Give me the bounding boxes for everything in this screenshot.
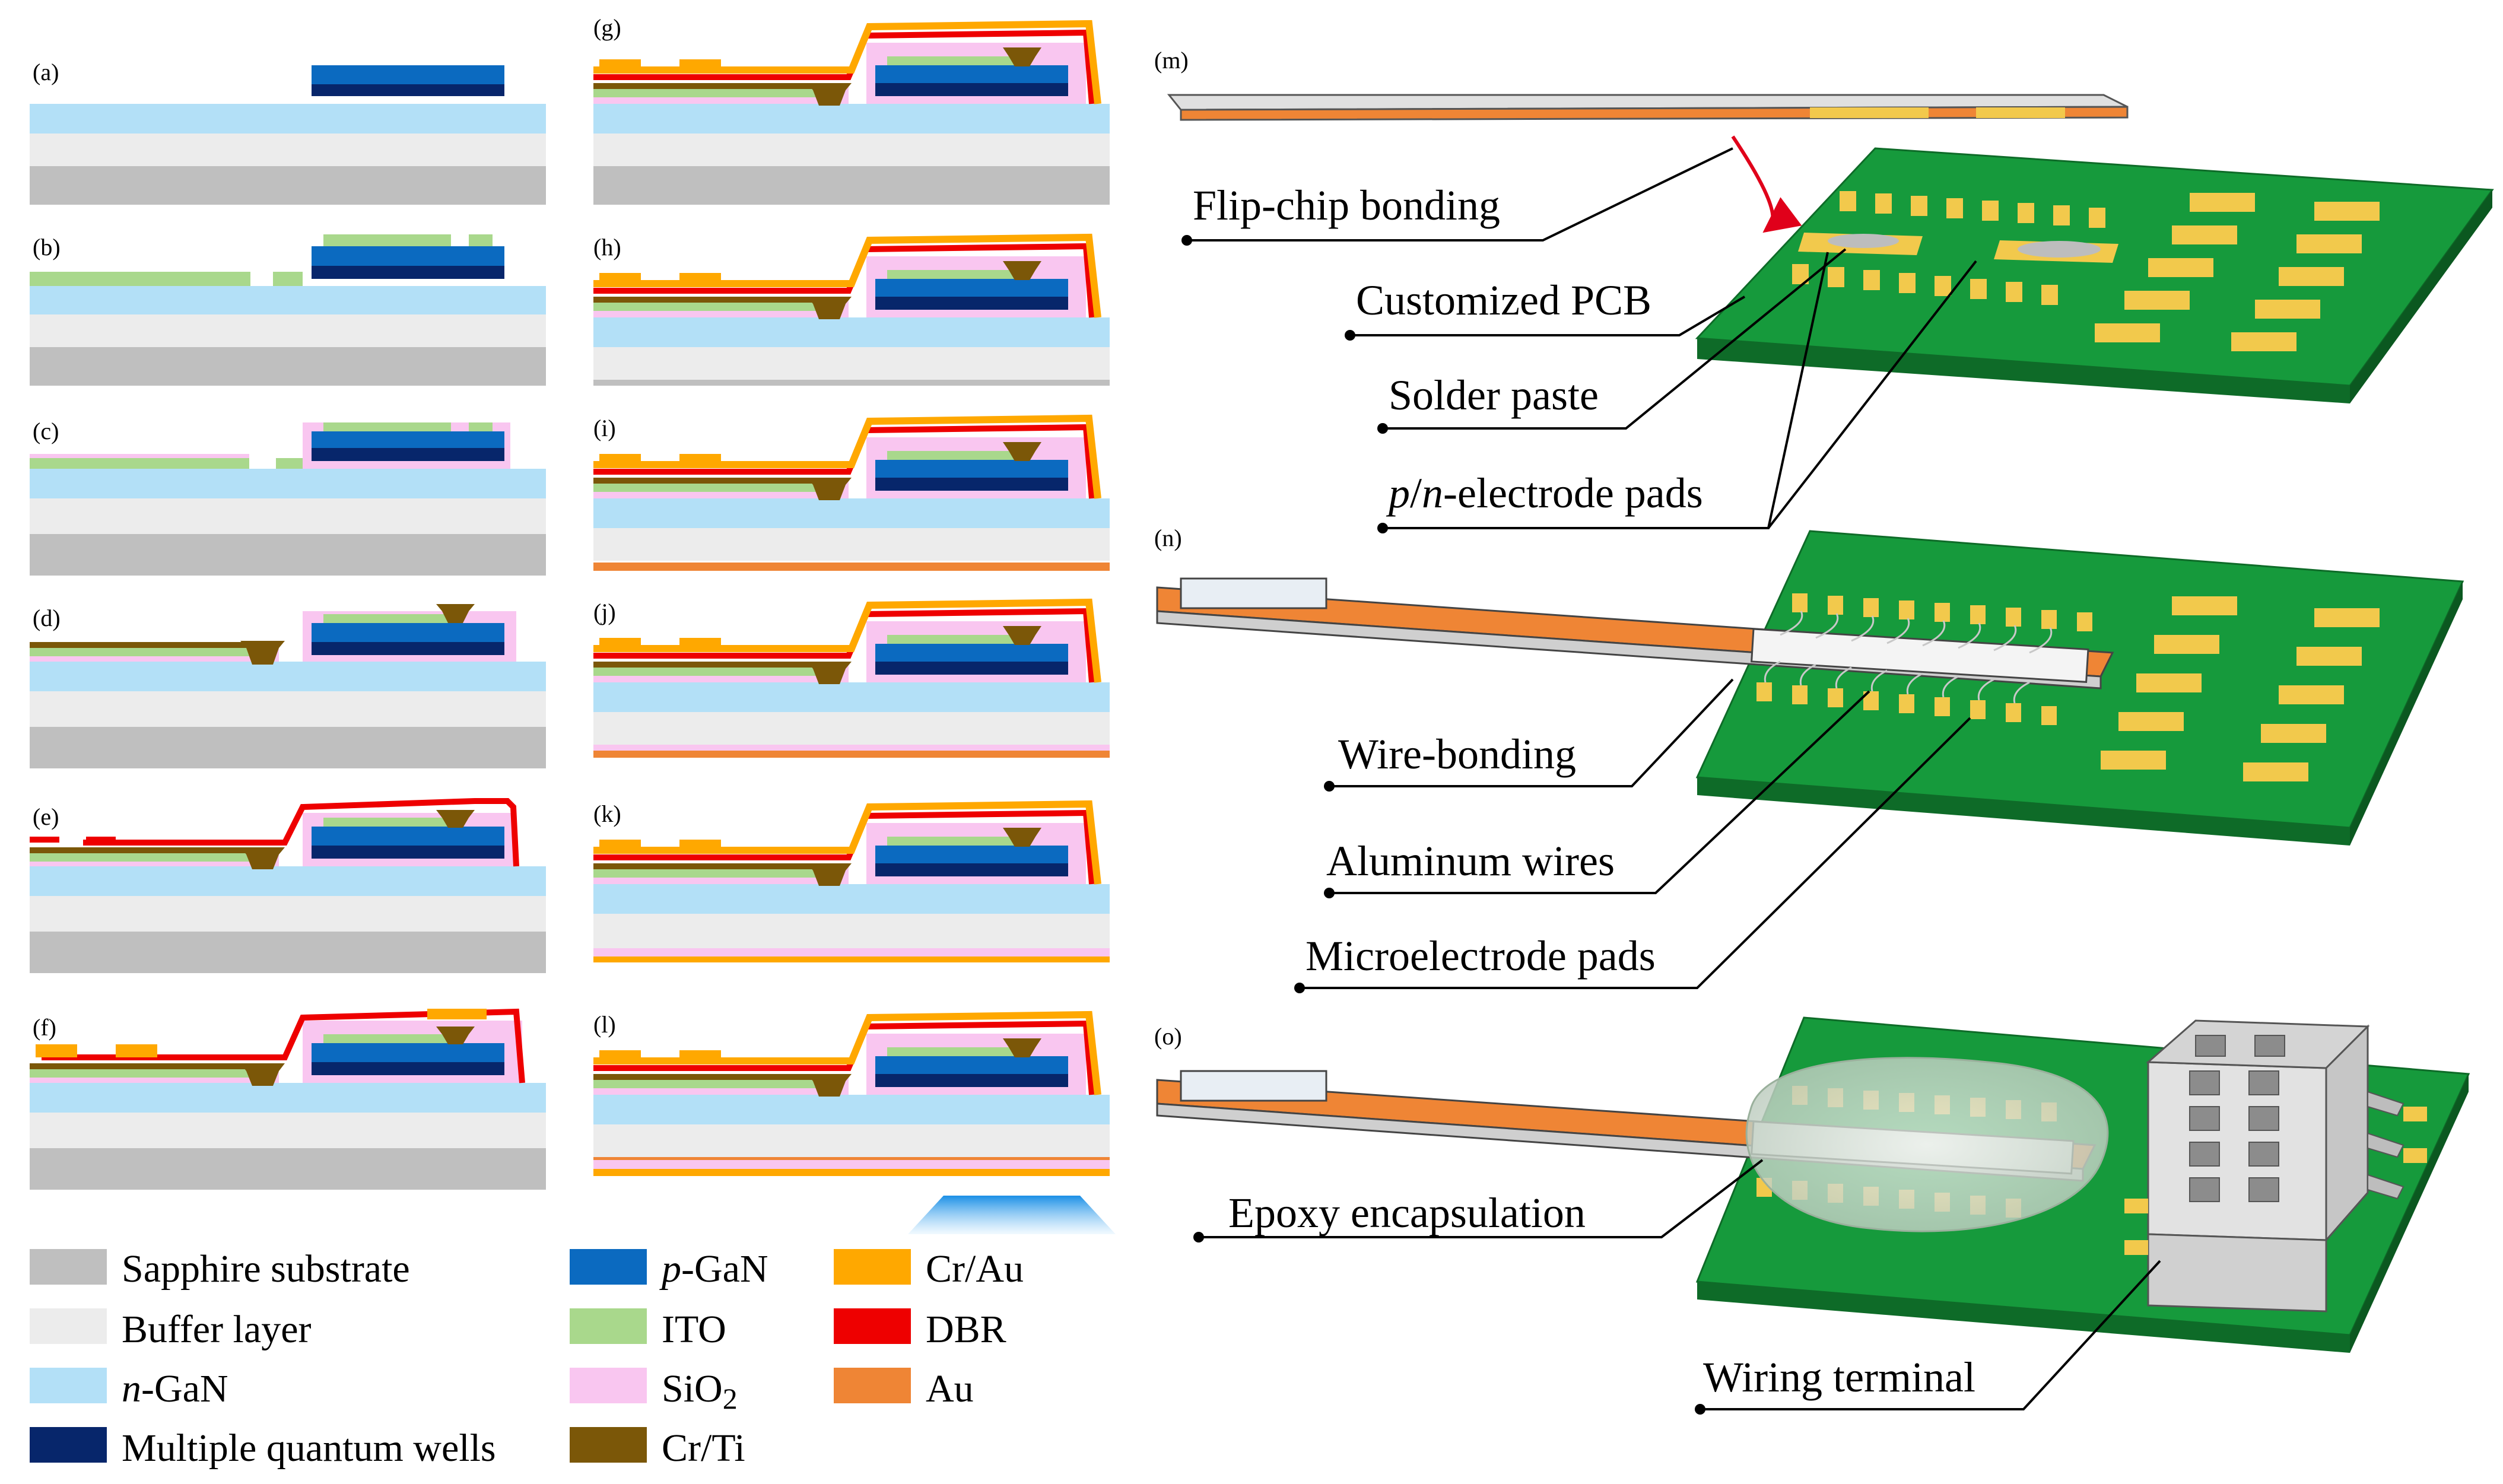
- label-aluminum-wires: Aluminum wires: [1326, 837, 1615, 885]
- label-flip-chip: Flip-chip bonding: [1193, 182, 1500, 229]
- legend-label-crau: Cr/Au: [926, 1247, 1024, 1291]
- panel-label-a: (a): [33, 59, 59, 85]
- panel-label-i: (i): [593, 415, 616, 441]
- panel-label-l: (l): [593, 1011, 616, 1038]
- legend-label-ito: ITO: [662, 1308, 726, 1351]
- panel-label-g: (g): [593, 14, 621, 41]
- panel-label-j: (j): [593, 599, 616, 625]
- panel-o: (o): [1154, 1016, 2470, 1415]
- legend: Sapphire substrate Buffer layer n-GaN Mu…: [30, 1247, 1024, 1470]
- panel-m: (m): [1154, 47, 2494, 533]
- panel-label-d: (d): [33, 605, 61, 631]
- flip-arrow: [1731, 135, 1802, 233]
- panel-e: (e): [30, 798, 546, 973]
- legend-swatch-dbr: [834, 1308, 911, 1344]
- legend-label-dbr: DBR: [926, 1308, 1006, 1351]
- panel-label-e: (e): [33, 803, 59, 830]
- light-emission: [908, 1196, 1116, 1234]
- wiring-terminal: [2124, 1019, 2427, 1313]
- panel-f: (f): [30, 1008, 546, 1190]
- legend-label-mqw: Multiple quantum wells: [122, 1426, 496, 1470]
- legend-swatch-ito: [570, 1308, 647, 1344]
- legend-swatch-au: [834, 1368, 911, 1403]
- legend-swatch-crti: [570, 1427, 647, 1463]
- legend-swatch-pgan: [570, 1249, 647, 1285]
- legend-label-pgan: p-GaN: [659, 1247, 768, 1291]
- legend-swatch-sapphire: [30, 1249, 107, 1285]
- panel-label-k: (k): [593, 800, 621, 827]
- panel-i: (i): [593, 414, 1110, 571]
- legend-swatch-mqw: [30, 1427, 107, 1463]
- panel-n: (n): [1154, 525, 2464, 993]
- panel-b: (b): [30, 234, 546, 386]
- panel-label-m: (m): [1154, 47, 1189, 74]
- legend-label-crti: Cr/Ti: [662, 1426, 745, 1470]
- panel-a: (a): [30, 59, 546, 205]
- label-solder: Solder paste: [1389, 371, 1599, 419]
- legend-label-buffer: Buffer layer: [122, 1308, 311, 1351]
- legend-label-au: Au: [926, 1367, 974, 1410]
- panel-g: (g): [593, 14, 1110, 205]
- panel-label-h: (h): [593, 234, 621, 260]
- panel-j: (j): [593, 598, 1110, 758]
- legend-swatch-sio2: [570, 1368, 647, 1403]
- legend-swatch-buffer: [30, 1308, 107, 1344]
- legend-label-sio2: SiO2: [662, 1367, 738, 1415]
- panel-label-c: (c): [33, 418, 59, 444]
- legend-label-sapphire: Sapphire substrate: [122, 1247, 410, 1291]
- panel-l: (l): [593, 1010, 1116, 1234]
- label-pcb: Customized PCB: [1356, 277, 1651, 324]
- legend-label-ngan: n-GaN: [122, 1367, 228, 1410]
- legend-swatch-crau: [834, 1249, 911, 1285]
- label-wire-bonding: Wire-bonding: [1338, 730, 1576, 778]
- legend-swatch-ngan: [30, 1368, 107, 1403]
- label-epoxy: Epoxy encapsulation: [1228, 1189, 1586, 1237]
- panel-label-n: (n): [1154, 525, 1182, 551]
- label-microelectrode-pads: Microelectrode pads: [1306, 932, 1656, 980]
- panel-k: (k): [593, 800, 1110, 962]
- panel-h: (h): [593, 233, 1110, 386]
- panel-label-b: (b): [33, 234, 61, 260]
- panel-d: (d): [30, 604, 546, 768]
- panel-label-f: (f): [33, 1014, 56, 1041]
- label-wiring-terminal: Wiring terminal: [1703, 1353, 1975, 1401]
- epoxy-encapsulation: [1745, 1057, 2109, 1232]
- panel-c: (c): [30, 418, 546, 576]
- label-pn-pads: p/n-electrode pads: [1386, 469, 1703, 517]
- panel-label-o: (o): [1154, 1023, 1182, 1050]
